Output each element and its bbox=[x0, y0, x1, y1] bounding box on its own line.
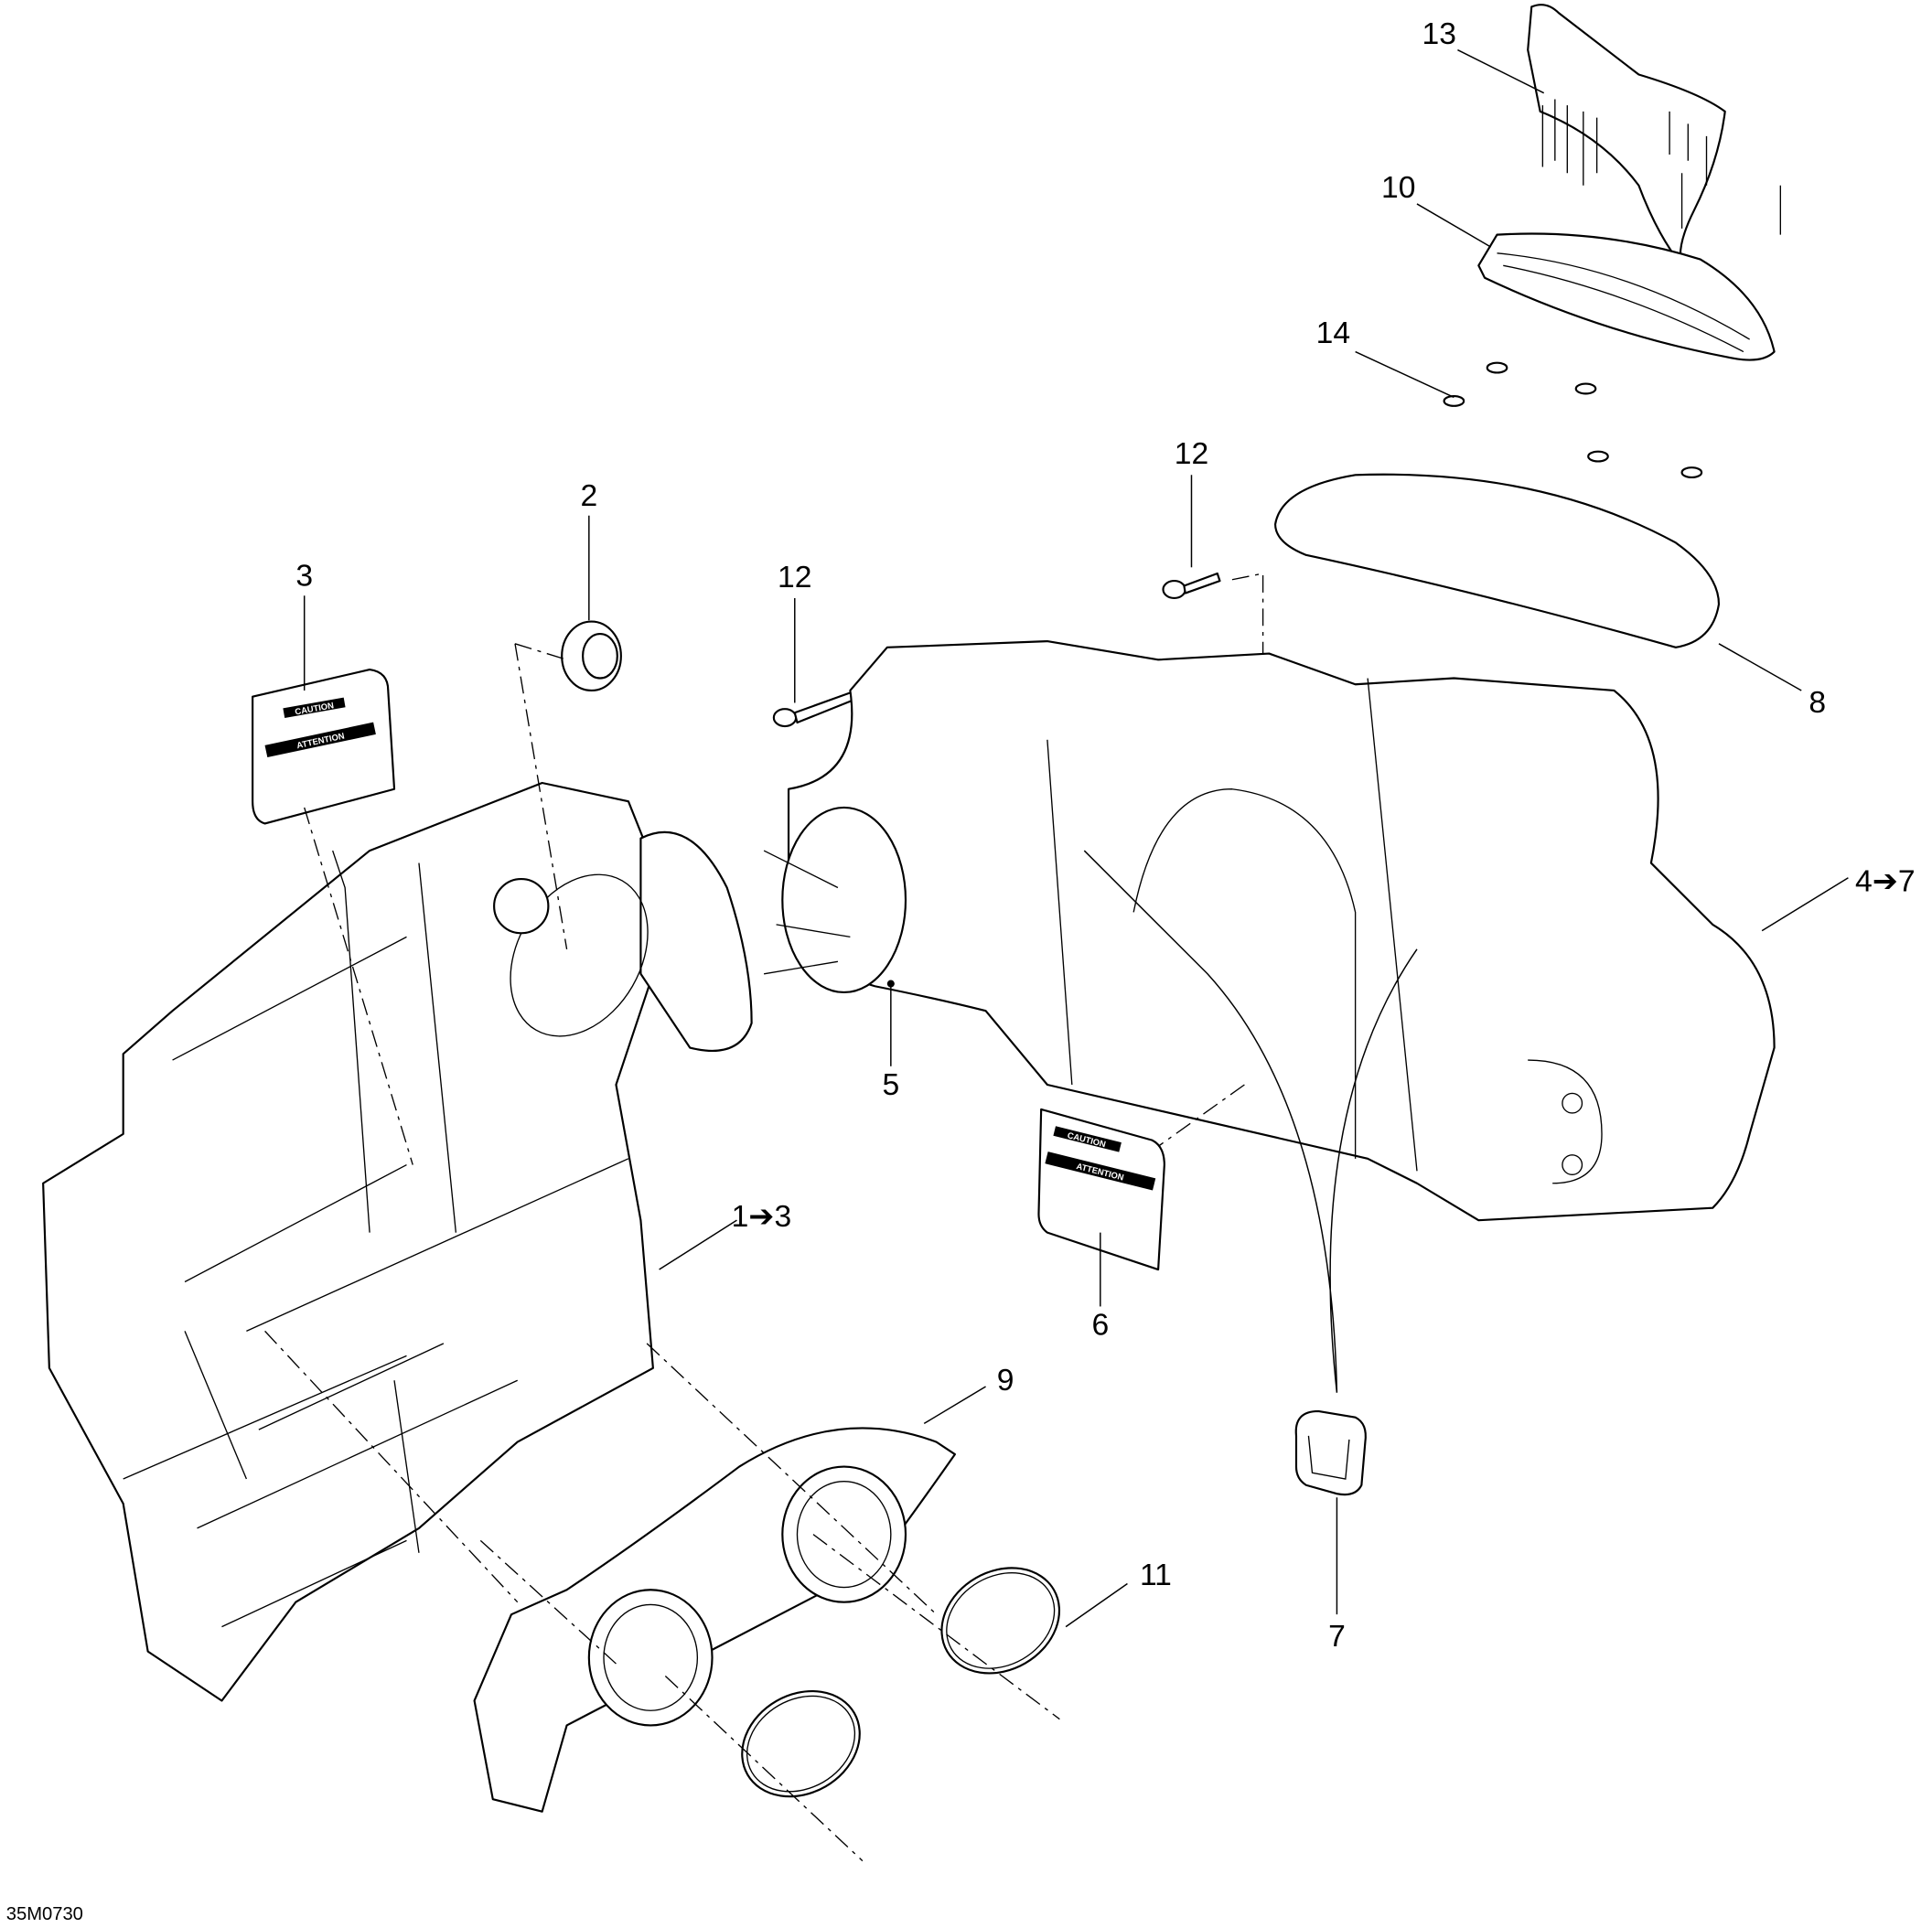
part-12-screw-right[interactable] bbox=[1162, 572, 1221, 600]
callout-6: 6 bbox=[1091, 1308, 1109, 1342]
part-7-seal[interactable] bbox=[1294, 1409, 1367, 1496]
part-11-clamps[interactable] bbox=[723, 1548, 1079, 1817]
drawing-code: 35M0730 bbox=[6, 1904, 83, 1924]
part-9-adaptor[interactable] bbox=[473, 1427, 956, 1813]
part-1-airbox[interactable] bbox=[42, 781, 753, 1702]
callout-9: 9 bbox=[997, 1364, 1014, 1398]
part-14-nuts[interactable] bbox=[1443, 361, 1703, 479]
part-4-airbox-cover[interactable] bbox=[763, 640, 1776, 1222]
callout-2: 2 bbox=[580, 479, 597, 513]
callouts: 13 10 14 12 12 2 3 8 4➔7 5 1➔3 6 9 11 7 bbox=[295, 17, 1915, 1654]
callout-1-to-3: 1➔3 bbox=[732, 1200, 792, 1234]
callout-11: 11 bbox=[1140, 1558, 1172, 1592]
callout-4-to-7: 4➔7 bbox=[1855, 865, 1916, 899]
callout-10: 10 bbox=[1381, 171, 1415, 205]
callout-14: 14 bbox=[1316, 316, 1350, 350]
callout-3: 3 bbox=[295, 559, 313, 593]
callout-13: 13 bbox=[1422, 17, 1456, 51]
part-6-decal[interactable]: CAUTION ATTENTION bbox=[1037, 1108, 1165, 1271]
callout-8: 8 bbox=[1809, 686, 1826, 720]
callout-12-right: 12 bbox=[1175, 437, 1208, 471]
part-8-filter[interactable] bbox=[1274, 473, 1721, 648]
leader-lines bbox=[303, 48, 1849, 1628]
callout-12-left: 12 bbox=[778, 561, 811, 594]
part-12-screw-left[interactable] bbox=[772, 689, 860, 728]
callout-7: 7 bbox=[1328, 1620, 1346, 1654]
part-2-grommet[interactable] bbox=[561, 620, 622, 692]
part-13-cover[interactable] bbox=[1527, 4, 1781, 267]
callout-5: 5 bbox=[882, 1068, 899, 1102]
part-10-grille[interactable] bbox=[1477, 232, 1776, 361]
assembly-lines bbox=[264, 573, 1418, 1862]
part-3-decal[interactable]: CAUTION ATTENTION bbox=[252, 669, 396, 825]
